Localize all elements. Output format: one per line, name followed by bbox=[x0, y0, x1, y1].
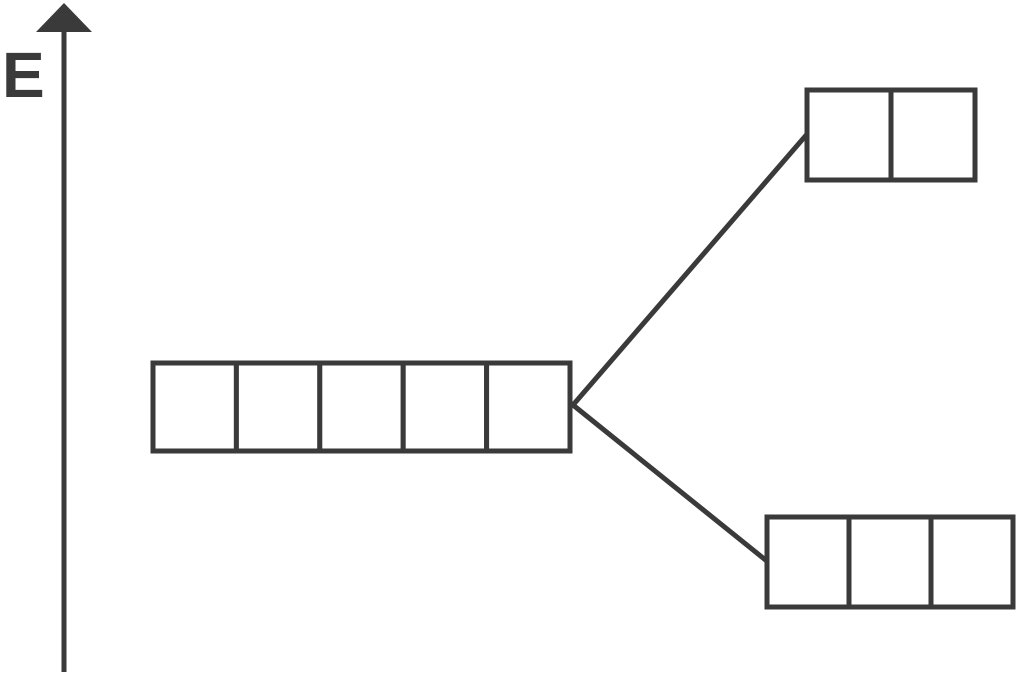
energy-axis-arrowhead-icon bbox=[36, 3, 92, 32]
split-connectors bbox=[570, 130, 811, 565]
degenerate-level bbox=[150, 360, 573, 454]
orbital-cell bbox=[846, 514, 934, 610]
upper-split-level bbox=[804, 87, 978, 183]
orbital-cell bbox=[484, 360, 573, 454]
lower-split-level bbox=[764, 514, 1016, 610]
orbital-cell bbox=[400, 360, 490, 454]
orbital-cell bbox=[888, 87, 978, 183]
energy-axis bbox=[36, 3, 92, 672]
orbital-cell bbox=[804, 87, 894, 183]
upper-connector bbox=[570, 130, 811, 408]
orbital-cell bbox=[317, 360, 406, 454]
orbital-levels bbox=[150, 87, 1016, 610]
lower-connector bbox=[570, 402, 771, 565]
orbital-cell bbox=[764, 514, 852, 610]
orbital-cell bbox=[928, 514, 1016, 610]
orbital-cell bbox=[150, 360, 239, 454]
energy-axis-label: E bbox=[2, 39, 45, 111]
orbital-cell bbox=[233, 360, 323, 454]
